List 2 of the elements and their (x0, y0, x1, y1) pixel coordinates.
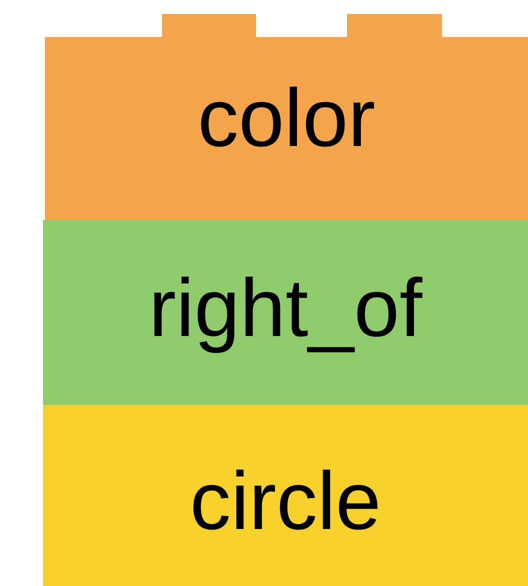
block-label: color (198, 78, 376, 160)
block-label: circle (190, 461, 382, 543)
